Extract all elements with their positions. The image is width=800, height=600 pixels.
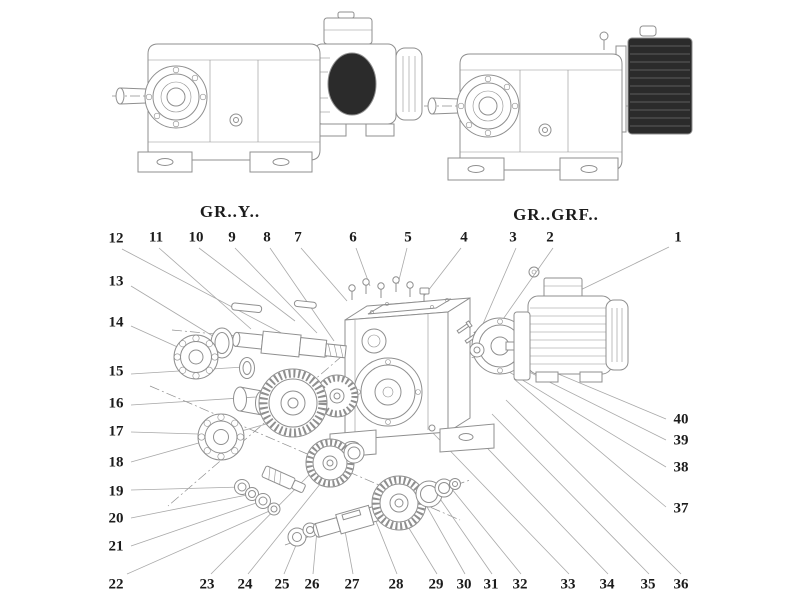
machine-drawing-gr-y <box>115 11 423 173</box>
callout-27: 27 <box>344 576 360 593</box>
callout-29: 29 <box>428 576 444 593</box>
variant-label-gr-grf: GR..GRF.. <box>513 205 599 224</box>
callout-12: 12 <box>108 230 124 247</box>
cover-screws <box>348 276 430 302</box>
motor-exploded <box>505 266 629 383</box>
callout-25: 25 <box>274 576 290 593</box>
callout-7: 7 <box>294 229 302 246</box>
callout-14: 14 <box>108 314 124 331</box>
callout-31: 31 <box>483 576 499 593</box>
callout-39: 39 <box>673 432 689 449</box>
machine-drawing-gr-grf <box>427 25 693 181</box>
variant-label-gr-y: GR..Y.. <box>199 202 261 221</box>
callout-1: 1 <box>674 229 682 246</box>
callout-10: 10 <box>188 229 204 246</box>
callout-30: 30 <box>456 576 472 593</box>
callout-3: 3 <box>509 229 517 246</box>
callout-8: 8 <box>263 229 271 246</box>
callout-28: 28 <box>388 576 404 593</box>
input-shaft-parts <box>231 300 347 359</box>
callout-19: 19 <box>108 483 124 500</box>
callout-35: 35 <box>640 576 656 593</box>
callout-36: 36 <box>673 576 689 593</box>
callout-13: 13 <box>108 273 124 290</box>
callout-32: 32 <box>512 576 528 593</box>
callout-2: 2 <box>546 229 554 246</box>
callout-15: 15 <box>108 363 124 380</box>
callout-16: 16 <box>108 395 124 412</box>
callout-33: 33 <box>560 576 576 593</box>
callout-11: 11 <box>148 229 164 246</box>
callout-26: 26 <box>304 576 320 593</box>
callout-9: 9 <box>228 229 236 246</box>
callout-5: 5 <box>404 229 412 246</box>
callout-38: 38 <box>673 459 689 476</box>
callout-23: 23 <box>199 576 215 593</box>
callout-22: 22 <box>108 576 124 593</box>
exploded-view-drawing <box>173 266 629 547</box>
callout-24: 24 <box>237 576 253 593</box>
callout-17: 17 <box>108 423 124 440</box>
callout-20: 20 <box>108 510 124 527</box>
callout-37: 37 <box>673 500 689 517</box>
callout-4: 4 <box>460 229 468 246</box>
callout-18: 18 <box>108 454 124 471</box>
callout-34: 34 <box>599 576 615 593</box>
callout-21: 21 <box>108 538 124 555</box>
callout-40: 40 <box>673 411 689 428</box>
callout-6: 6 <box>349 229 357 246</box>
